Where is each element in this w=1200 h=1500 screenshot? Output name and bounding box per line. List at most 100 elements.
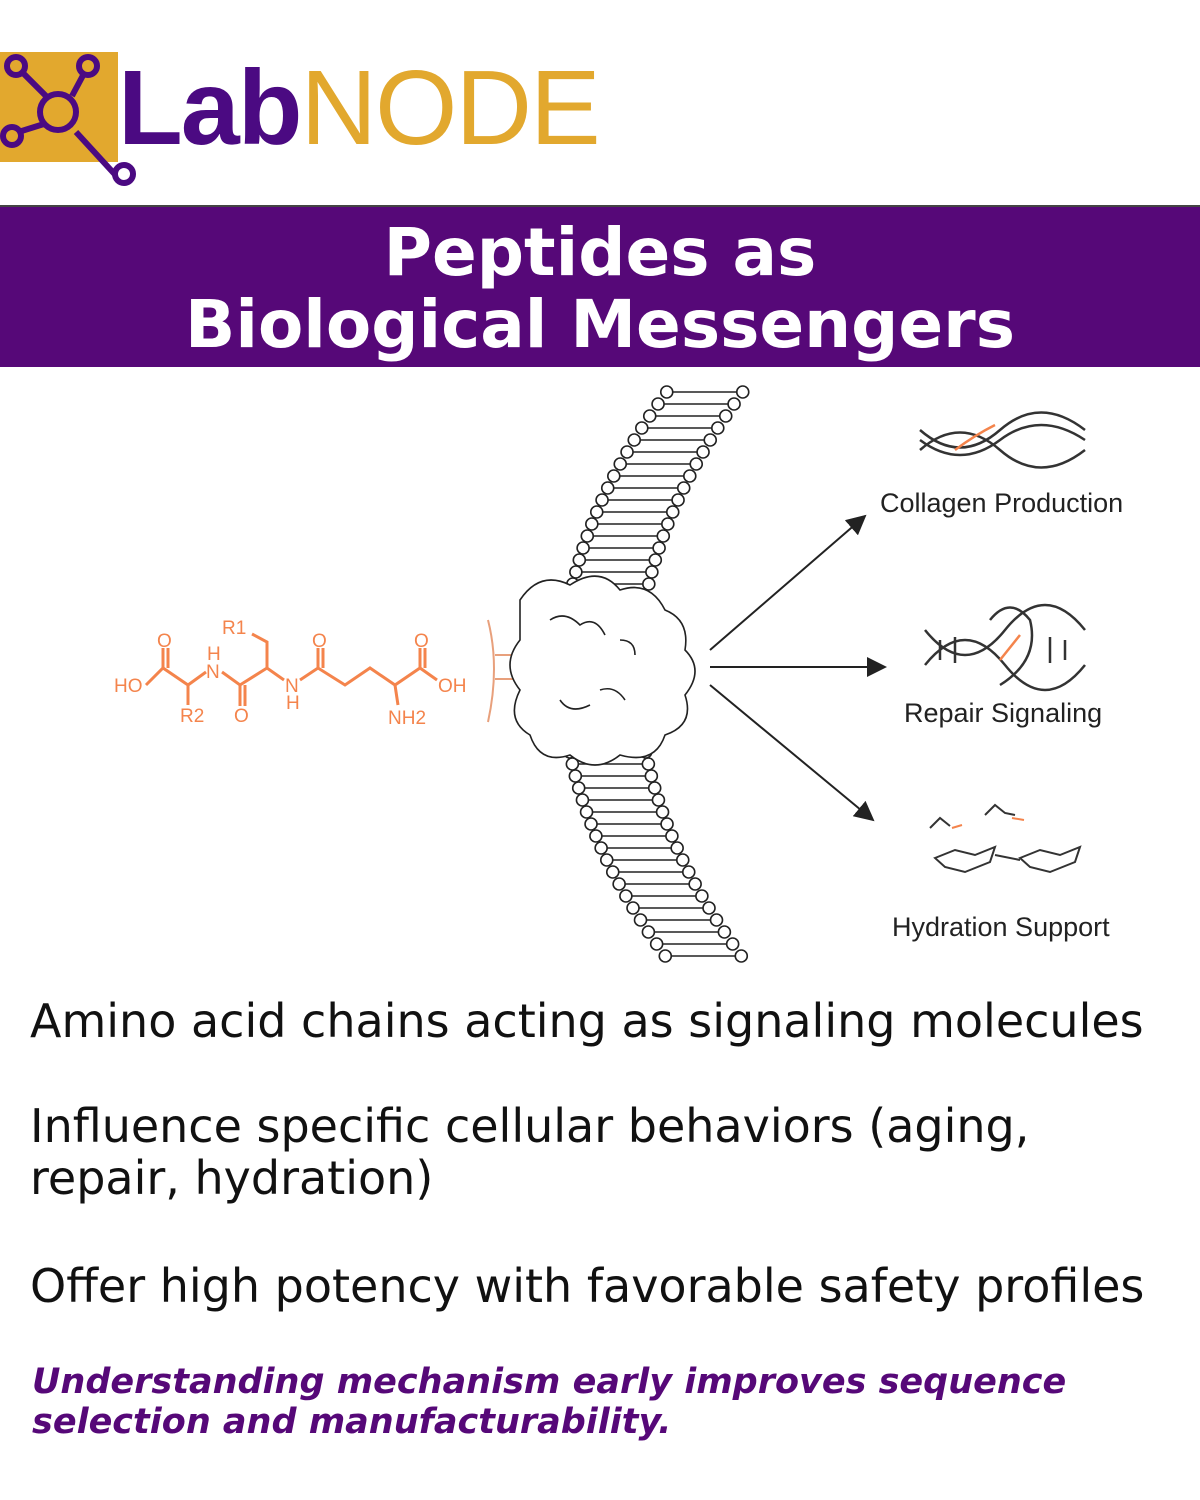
mechanism-diagram: HO O H N O R1 N H O NH2 O OH R2 bbox=[114, 385, 1086, 963]
atom-label: NH2 bbox=[388, 708, 426, 729]
lipid-head bbox=[644, 769, 659, 783]
lipid-head bbox=[671, 493, 685, 507]
lipid-head bbox=[648, 553, 663, 567]
receptor-protein bbox=[509, 575, 696, 766]
lipid-head bbox=[734, 949, 749, 963]
lipid-head bbox=[641, 925, 656, 939]
lipid-head bbox=[689, 457, 704, 471]
sugar-water-molecule-icon bbox=[929, 803, 1082, 874]
lipid-head bbox=[660, 817, 674, 831]
atom-label: N bbox=[206, 662, 220, 683]
atom-label: OH bbox=[438, 676, 467, 697]
network-node-icon bbox=[0, 54, 136, 186]
atom-label: R2 bbox=[180, 706, 204, 727]
bullet-point: Amino acid chains acting as signaling mo… bbox=[30, 994, 1144, 1048]
atom-label: O bbox=[157, 631, 172, 652]
atom-label: O bbox=[234, 706, 249, 727]
lipid-head bbox=[594, 841, 608, 855]
lipid-head bbox=[599, 853, 614, 867]
lipid-head bbox=[661, 517, 675, 531]
lipid-head bbox=[571, 781, 586, 795]
atom-label: O bbox=[414, 631, 429, 652]
lipid-head bbox=[655, 805, 670, 819]
lipid-head bbox=[681, 865, 696, 879]
lipid-head bbox=[580, 529, 595, 543]
title-banner: Peptides as Biological Messengers bbox=[0, 207, 1200, 367]
lipid-head bbox=[656, 529, 671, 543]
atom-label: R1 bbox=[222, 618, 246, 639]
bullet-point: Influence specific cellular behaviors (a… bbox=[30, 1099, 1030, 1205]
atom-label: O bbox=[312, 631, 327, 652]
lipid-head bbox=[665, 829, 679, 843]
lipid-head bbox=[569, 565, 583, 579]
lipid-head bbox=[642, 577, 656, 591]
logo-node: NODE bbox=[300, 49, 600, 167]
lipid-head bbox=[649, 937, 664, 951]
lipid-head bbox=[702, 901, 716, 915]
lipid-head bbox=[703, 433, 718, 447]
lipid-head bbox=[585, 517, 599, 531]
lipid-head bbox=[619, 889, 633, 903]
lipid-head bbox=[676, 481, 691, 495]
lipid-head bbox=[682, 469, 697, 483]
lipid-head bbox=[727, 397, 741, 411]
logo-lab: Lab bbox=[118, 49, 302, 167]
lipid-head bbox=[695, 889, 709, 903]
lipid-head bbox=[620, 445, 634, 459]
lipid-head bbox=[659, 385, 674, 399]
lipid-head bbox=[675, 853, 690, 867]
atom-label: H bbox=[207, 644, 221, 665]
lipid-head bbox=[589, 829, 603, 843]
divider bbox=[0, 205, 1200, 207]
peptide-structure bbox=[144, 632, 438, 706]
arrow-hydration bbox=[709, 684, 875, 822]
arrow-collagen bbox=[709, 514, 867, 651]
lipid-head bbox=[600, 481, 615, 495]
lipid-head bbox=[576, 541, 590, 555]
lipid-head bbox=[584, 817, 598, 831]
lipid-head bbox=[579, 805, 594, 819]
lipid-head bbox=[605, 865, 620, 879]
atom-label: HO bbox=[114, 676, 143, 697]
lipid-head bbox=[658, 949, 673, 963]
title-line-1: Peptides as bbox=[383, 214, 817, 291]
bullet-point: Offer high potency with favorable safety… bbox=[30, 1259, 1145, 1313]
lipid-head bbox=[613, 457, 628, 471]
effect-label-collagen: Collagen Production bbox=[880, 488, 1124, 518]
lipid-head bbox=[735, 385, 750, 399]
logo-wordmark: LabNODE bbox=[118, 48, 601, 168]
lipid-head bbox=[626, 901, 640, 915]
lipid-head bbox=[717, 925, 732, 939]
lipid-head bbox=[568, 769, 583, 783]
lipid-head bbox=[641, 757, 656, 771]
atom-label: N bbox=[285, 676, 299, 697]
lipid-head bbox=[710, 421, 725, 435]
lipid-head bbox=[633, 913, 648, 927]
lipid-head bbox=[627, 433, 642, 447]
lipid-head bbox=[642, 409, 657, 423]
lipid-head bbox=[651, 397, 665, 411]
effect-label-repair: Repair Signaling bbox=[904, 698, 1103, 728]
lipid-head bbox=[647, 781, 662, 795]
lipid-head bbox=[595, 493, 609, 507]
collagen-triple-helix-icon bbox=[919, 411, 1086, 469]
lipid-head bbox=[696, 445, 710, 459]
peptide-atom-labels: HO O H N O R1 N H O NH2 O OH R2 bbox=[114, 618, 467, 729]
lipid-head bbox=[725, 937, 740, 951]
lipid-head bbox=[634, 421, 649, 435]
lipid-head bbox=[589, 505, 604, 519]
lipid-head bbox=[575, 793, 590, 807]
lipid-head bbox=[651, 793, 666, 807]
lipid-head bbox=[688, 877, 702, 891]
lipid-head bbox=[670, 841, 684, 855]
lipid-head bbox=[709, 913, 724, 927]
lipid-head bbox=[718, 409, 733, 423]
lipid-head bbox=[652, 541, 666, 555]
key-takeaway: Understanding mechanism early improves s… bbox=[32, 1362, 1067, 1442]
effect-label-hydration: Hydration Support bbox=[892, 912, 1110, 942]
title-line-2: Biological Messengers bbox=[185, 286, 1015, 363]
lipid-head bbox=[572, 553, 587, 567]
labnode-logo: LabNODE bbox=[0, 40, 620, 200]
lipid-head bbox=[612, 877, 626, 891]
